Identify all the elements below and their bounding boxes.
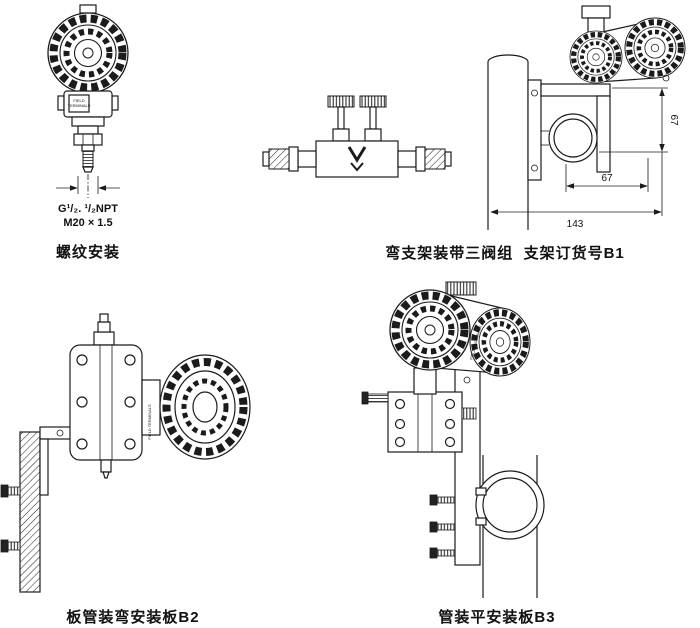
transmitter-cap xyxy=(48,13,128,93)
thread-mount-drawing: FIELD TERMINALS xyxy=(0,4,235,229)
right-fitting xyxy=(424,148,446,170)
dimension-143: 143 xyxy=(490,152,663,230)
caption-plate-b2: 板管装弯安装板B2 xyxy=(66,609,200,626)
field-terminals-label: FIELD TERMINALS xyxy=(147,404,152,440)
field-terminals-label-line2: TERMINALS xyxy=(68,103,91,108)
dim-text-67-horizontal: 67 xyxy=(601,173,613,184)
pipe-mounted-transmitter-b1: 67 67 143 xyxy=(487,5,685,230)
caption-thread-mount: 螺纹安装 xyxy=(55,244,120,261)
vertical-pipe xyxy=(487,54,529,230)
clamp-ring xyxy=(548,113,598,163)
dim-text-67-vertical: 67 xyxy=(668,114,679,126)
wall-plate xyxy=(19,431,41,593)
figure-thread-mount: FIELD TERMINALS xyxy=(0,0,235,232)
caption-plate-b3: 管装平安装板B3 xyxy=(438,609,556,626)
transmitter-front-view: FIELD TERMINALS xyxy=(48,4,128,173)
transmitter-three-quarter-view xyxy=(570,5,685,83)
flow-chevron xyxy=(347,146,367,163)
manifold-block xyxy=(361,376,477,453)
bracket-b1-drawing: 67 67 143 xyxy=(262,5,700,230)
valve-handle-right xyxy=(359,95,387,108)
plate-bolts xyxy=(429,494,456,559)
plate-b2-drawing: FIELD TERMINALS xyxy=(0,313,251,593)
plate-b3-drawing: FIELD TERMINALS xyxy=(361,281,545,598)
left-fitting xyxy=(268,148,290,170)
transmitter-cap-rear xyxy=(470,308,530,376)
dim-text-143: 143 xyxy=(567,219,584,230)
transmitter-cap-rear xyxy=(625,18,685,78)
figure-plate-b2: FIELD TERMINALS xyxy=(0,285,280,607)
caption-bracket-b1: 弯支架装带三阀组 支架订货号B1 xyxy=(385,245,625,262)
transmitter-cap-front xyxy=(570,31,622,83)
pipe-clamp-plate xyxy=(527,79,542,181)
figure-bracket-b1: 67 67 143 xyxy=(258,0,700,238)
field-terminals-label-line1: FIELD xyxy=(73,98,84,103)
bent-bracket xyxy=(540,83,611,173)
process-connection-stack xyxy=(71,116,105,173)
transmitter-cap-front xyxy=(390,290,470,370)
three-valve-manifold xyxy=(262,95,452,178)
dimension-67-vertical: 67 xyxy=(599,87,679,153)
dimension-67-horizontal: 67 xyxy=(565,158,649,192)
thread-section xyxy=(82,150,94,168)
figure-plate-b3: FIELD TERMINALS xyxy=(350,280,650,606)
transmitter-side-view: FIELD TERMINALS xyxy=(69,313,251,479)
terminal-label-plate xyxy=(68,94,90,113)
transmitter-three-quarter-view: FIELD TERMINALS xyxy=(390,281,530,395)
wall-bolts xyxy=(0,484,21,553)
flange-body xyxy=(69,344,143,461)
clamp-ring xyxy=(475,470,545,540)
thread-spec-line2: M20 × 1.5 xyxy=(63,217,112,229)
thread-dimension-lines xyxy=(56,174,120,198)
valve-handle-left xyxy=(327,95,355,108)
thread-spec-line1: G¹/₂. ¹/₂NPT xyxy=(58,203,118,215)
housing-cap-side xyxy=(159,354,251,460)
